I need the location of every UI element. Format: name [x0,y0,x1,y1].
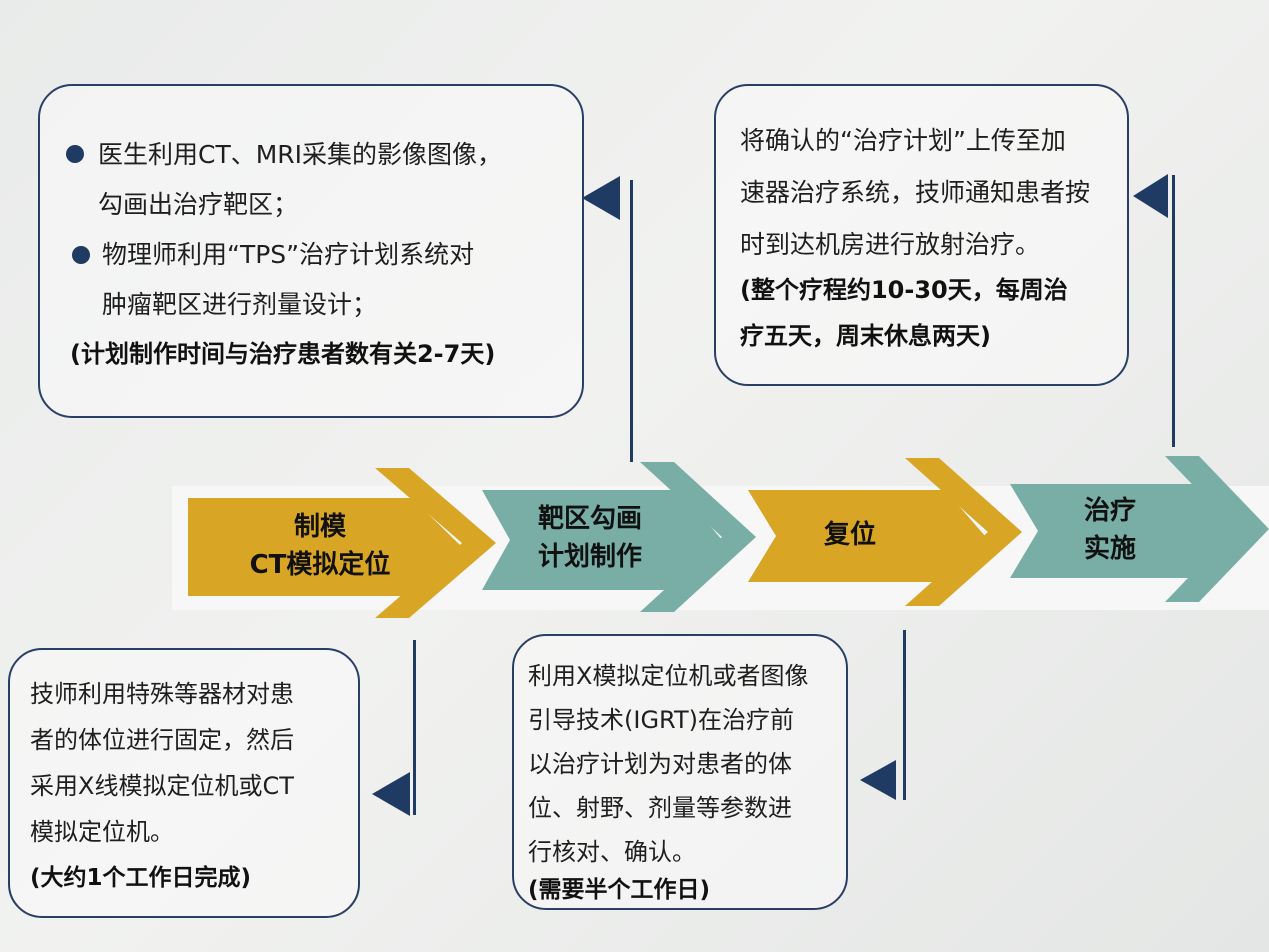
stage-2-arrow [482,490,722,590]
planning-info-box: 医生利用CT、MRI采集的影像图像， 勾画出治疗靶区； 物理师利用“TPS”治疗… [38,84,584,418]
connector-line-box3 [413,640,416,815]
reposition-line5: 行核对、确认。 [528,838,696,866]
stage-1-chevron [375,468,496,618]
treatment-line3: 时到达机房进行放射治疗。 [740,230,1041,259]
reposition-line3: 以治疗计划为对患者的体 [528,750,792,778]
stage-1-line1: 制模 [293,512,346,542]
planning-bullet1-line2: 勾画出治疗靶区； [98,190,299,219]
stage-3-arrow [748,490,985,582]
treatment-duration-note2: 疗五天，周末休息两天) [740,322,991,350]
stage-1-label: 制模 CT模拟定位 [195,508,445,584]
simulation-line2: 者的体位进行固定，然后 [30,726,294,754]
pointer-triangle-icon [582,176,620,220]
stage-2-label: 靶区勾画 计划制作 [490,500,690,576]
simulation-duration-note: (大约1个工作日完成) [30,865,252,891]
bullet-icon [72,246,90,264]
treatment-duration-note1: (整个疗程约10-30天，每周治 [740,276,1068,304]
planning-duration-note: (计划制作时间与治疗患者数有关2-7天) [70,340,496,368]
stage-1-arrow [188,498,462,596]
stage-3-line1: 复位 [823,520,876,550]
connector-line-box1 [630,180,633,462]
stage-3-label: 复位 [760,516,940,554]
simulation-info-box: 技师利用特殊等器材对患 者的体位进行固定，然后 采用X线模拟定位机或CT 模拟定… [8,648,360,918]
planning-bullet2-line2: 肿瘤靶区进行剂量设计； [102,290,378,319]
treatment-line1: 将确认的“治疗计划”上传至加 [740,126,1066,155]
stage-4-label: 治疗 实施 [1030,492,1190,568]
stage-4-arrow [1010,484,1240,578]
stage-3-chevron [905,458,1022,606]
treatment-line2: 速器治疗系统，技师通知患者按 [740,178,1091,207]
stage-4-chevron [1165,456,1269,602]
simulation-line3: 采用X线模拟定位机或CT [30,772,294,800]
reposition-info-box: 利用X模拟定位机或者图像 引导技术(IGRT)在治疗前 以治疗计划为对患者的体 … [512,634,848,910]
reposition-duration-note: (需要半个工作日) [528,877,711,903]
pointer-triangle-icon [372,772,410,816]
pointer-triangle-icon [1133,174,1168,218]
connector-line-box4 [903,630,906,800]
treatment-info-box: 将确认的“治疗计划”上传至加 速器治疗系统，技师通知患者按 时到达机房进行放射治… [714,84,1129,386]
stage-2-line1: 靶区勾画 [537,504,642,534]
pointer-triangle-icon [860,760,896,800]
reposition-line2: 引导技术(IGRT)在治疗前 [528,706,794,734]
reposition-line4: 位、射野、剂量等参数进 [528,794,792,822]
reposition-line1: 利用X模拟定位机或者图像 [528,662,809,690]
connector-line-box2 [1172,175,1175,447]
stage-4-line1: 治疗 [1083,496,1136,526]
stage-1-line2: CT模拟定位 [249,550,391,580]
simulation-line4: 模拟定位机。 [30,818,174,846]
stage-2-chevron [640,462,756,612]
stage-2-line2: 计划制作 [537,542,642,572]
stage-4-line2: 实施 [1083,534,1136,564]
bullet-icon [66,145,84,163]
planning-bullet2-line1: 物理师利用“TPS”治疗计划系统对 [102,240,475,269]
planning-bullet1-line1: 医生利用CT、MRI采集的影像图像， [98,140,503,169]
simulation-line1: 技师利用特殊等器材对患 [30,680,294,708]
